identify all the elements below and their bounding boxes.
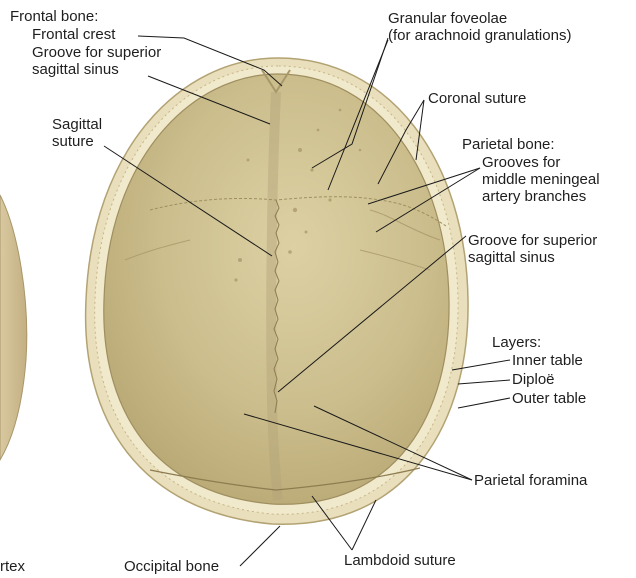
granular-foveolae-line2: (for arachnoid granulations) bbox=[388, 27, 571, 44]
label-groove-sss-top: Groove for superior sagittal sinus bbox=[32, 44, 161, 78]
occipital-bone-text: Occipital bone bbox=[124, 558, 219, 575]
grooves-mma-line2: middle meningeal bbox=[482, 171, 600, 188]
label-layers: Layers: bbox=[492, 334, 541, 351]
parietal-foramina-text: Parietal foramina bbox=[474, 472, 587, 489]
label-diploe: Diploë bbox=[512, 371, 555, 388]
frontal-bone-text: Frontal bone: bbox=[10, 8, 98, 25]
layers-text: Layers: bbox=[492, 334, 541, 351]
diploe-text: Diploë bbox=[512, 371, 555, 388]
brain-fragment-left bbox=[0, 195, 27, 460]
sagittal-suture-line1: Sagittal bbox=[52, 116, 102, 133]
label-grooves-mma: Grooves for middle meningeal artery bran… bbox=[482, 154, 600, 205]
label-parietal-bone: Parietal bone: bbox=[462, 136, 555, 153]
label-groove-sss-right: Groove for superior sagittal sinus bbox=[468, 232, 597, 266]
groove-sss-top-line2: sagittal sinus bbox=[32, 61, 161, 78]
granular-foveolae-line1: Granular foveolae bbox=[388, 10, 571, 27]
label-inner-table: Inner table bbox=[512, 352, 583, 369]
label-frontal-bone: Frontal bone: bbox=[10, 8, 98, 25]
label-outer-table: Outer table bbox=[512, 390, 586, 407]
label-frontal-crest: Frontal crest bbox=[32, 26, 115, 43]
label-granular-foveolae: Granular foveolae (for arachnoid granula… bbox=[388, 10, 571, 44]
inner-table-text: Inner table bbox=[512, 352, 583, 369]
coronal-suture-text: Coronal suture bbox=[428, 90, 526, 107]
parietal-bone-text: Parietal bone: bbox=[462, 136, 555, 153]
groove-sss-top-line1: Groove for superior bbox=[32, 44, 161, 61]
grooves-mma-line3: artery branches bbox=[482, 188, 600, 205]
label-lambdoid-suture: Lambdoid suture bbox=[344, 552, 456, 569]
lambdoid-suture-text: Lambdoid suture bbox=[344, 552, 456, 569]
label-parietal-foramina: Parietal foramina bbox=[474, 472, 587, 489]
outer-table-text: Outer table bbox=[512, 390, 586, 407]
label-occipital-bone: Occipital bone bbox=[124, 558, 219, 575]
leader-outer-table bbox=[458, 398, 510, 408]
sagittal-suture-line2: suture bbox=[52, 133, 102, 150]
frontal-crest-text: Frontal crest bbox=[32, 26, 115, 43]
label-cortex-fragment: rtex bbox=[0, 558, 25, 575]
leader-occipital-bone bbox=[240, 526, 280, 566]
cortex-fragment-text: rtex bbox=[0, 558, 25, 575]
groove-sss-right-line1: Groove for superior bbox=[468, 232, 597, 249]
grooves-mma-line1: Grooves for bbox=[482, 154, 600, 171]
label-sagittal-suture: Sagittal suture bbox=[52, 116, 102, 150]
leader-diploe bbox=[458, 380, 510, 384]
label-coronal-suture: Coronal suture bbox=[428, 90, 526, 107]
groove-sss-right-line2: sagittal sinus bbox=[468, 249, 597, 266]
